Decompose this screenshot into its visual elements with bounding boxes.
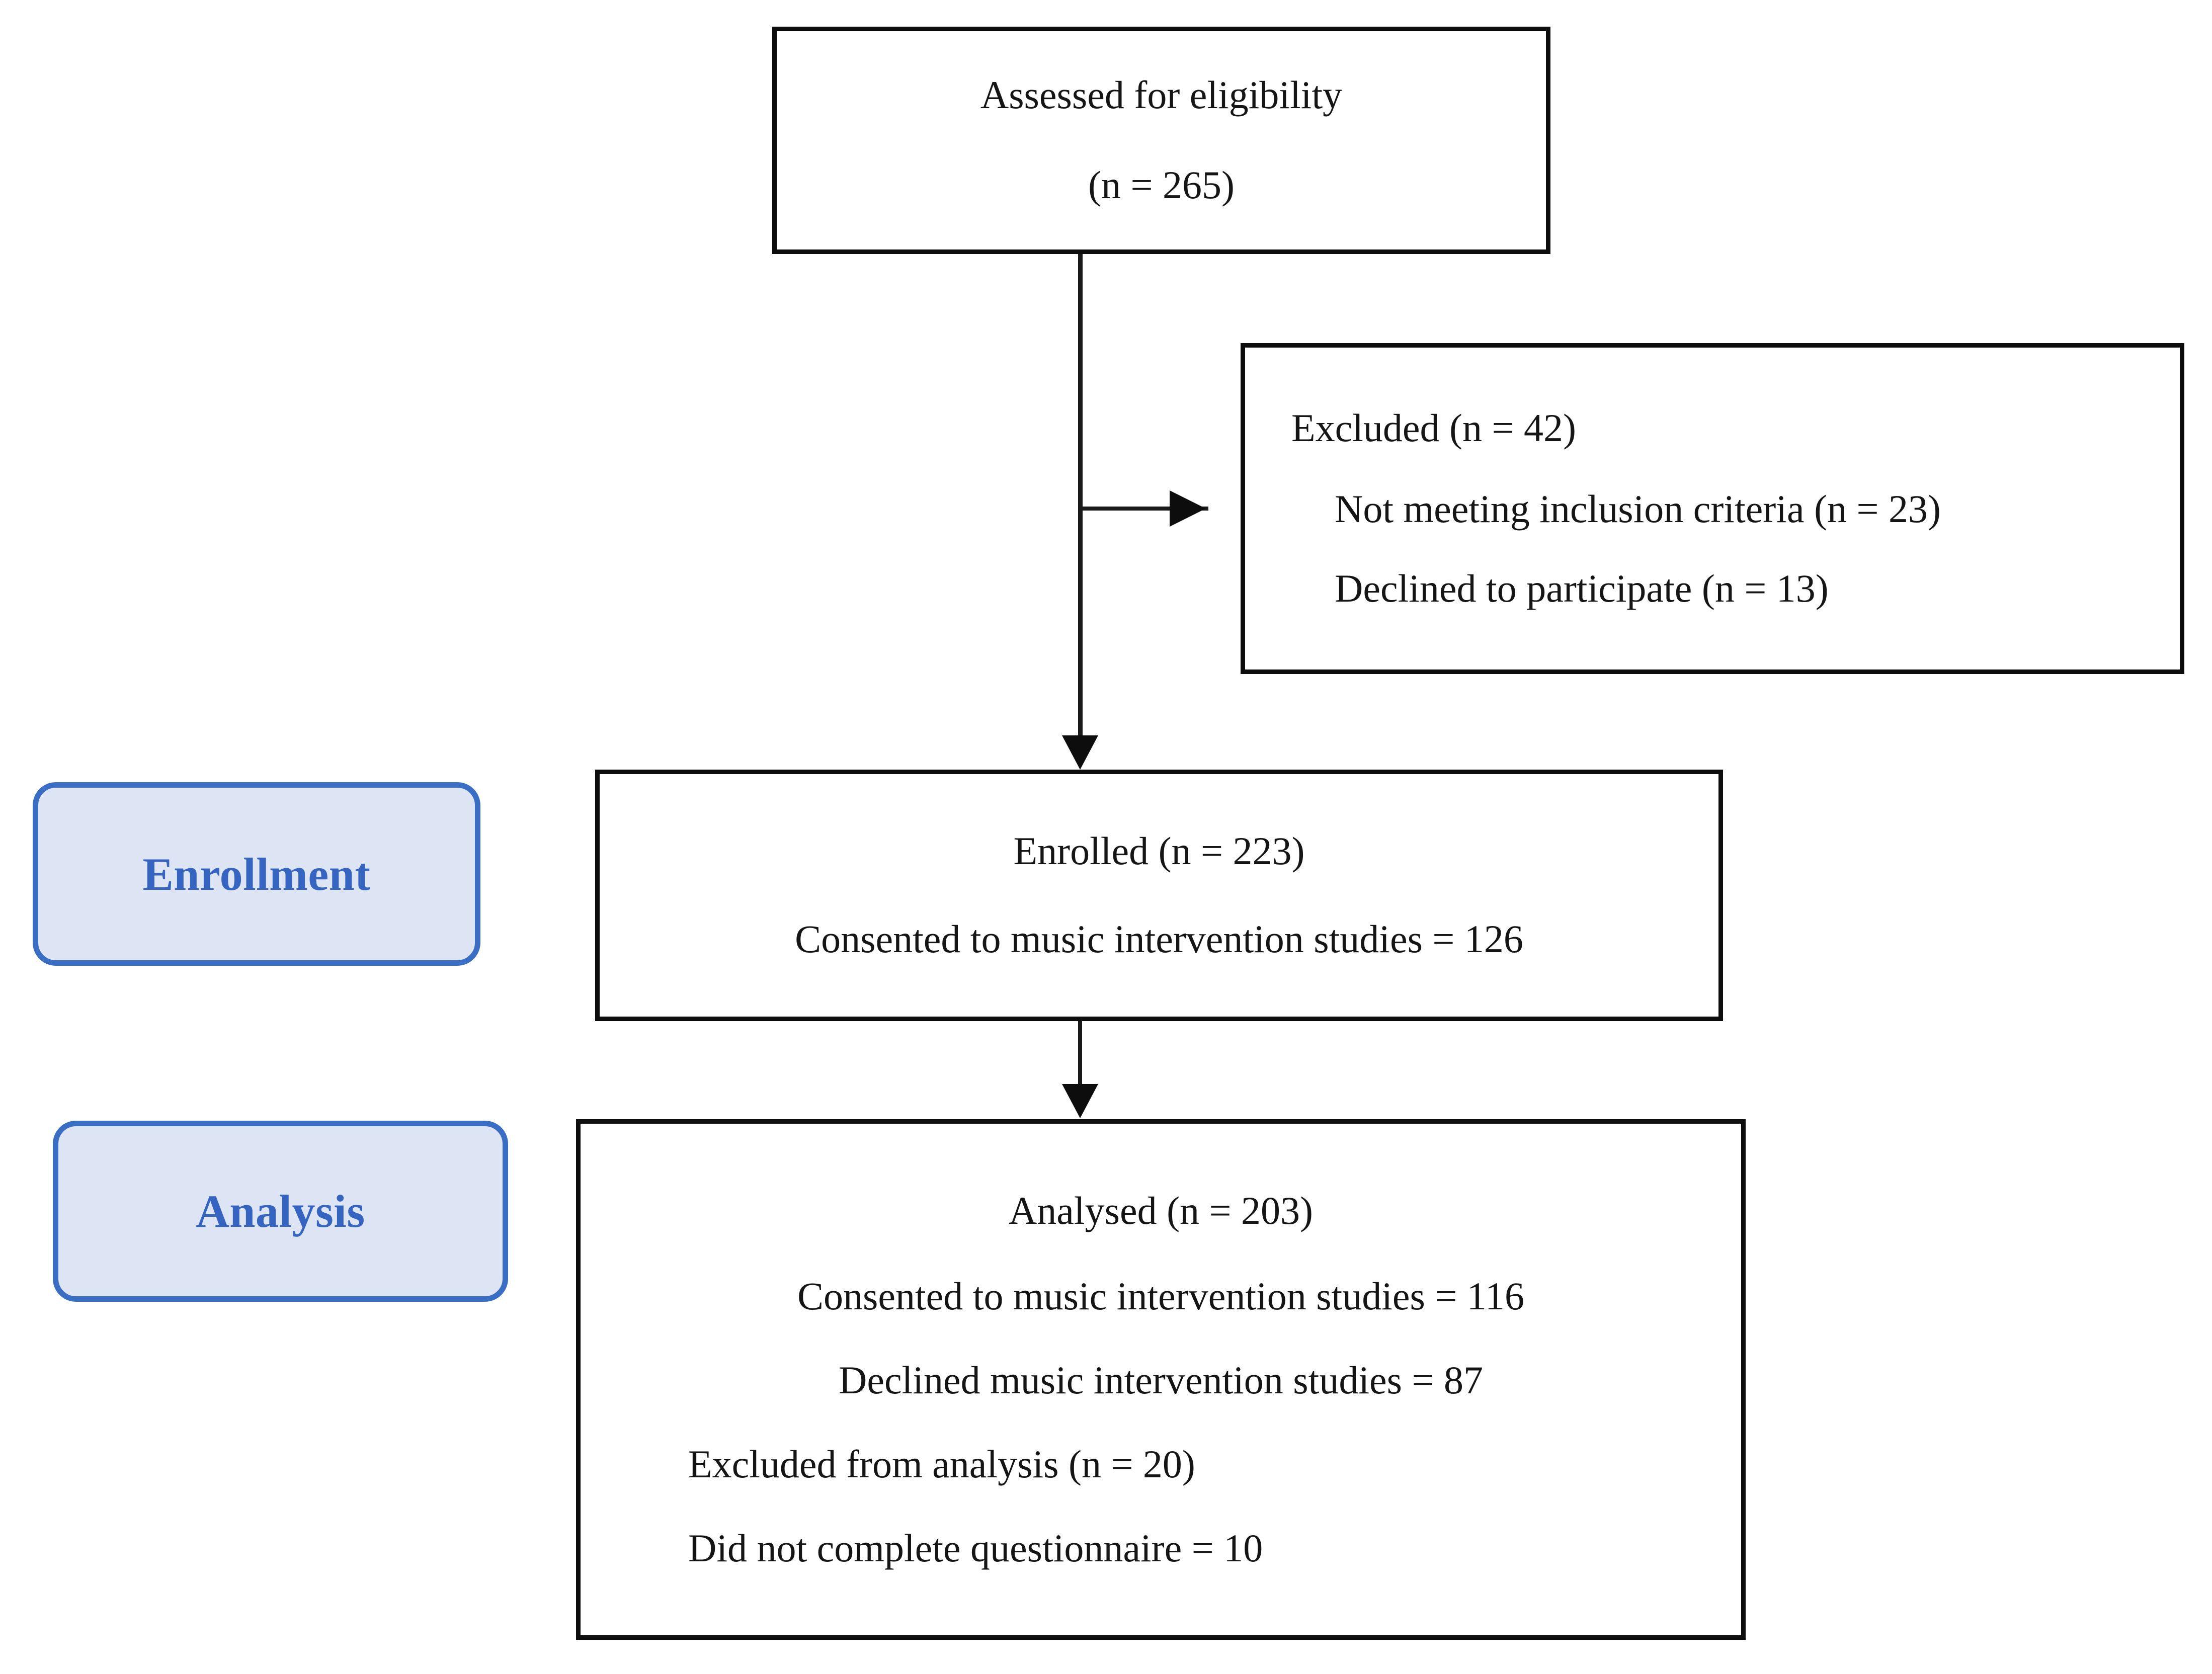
connector-enrolled-to-analysed-arrowhead — [1062, 1084, 1098, 1118]
analysed-line-5: Did not complete questionnaire = 10 — [688, 1526, 1263, 1570]
analysed-line-2: Consented to music intervention studies … — [797, 1274, 1524, 1318]
box-assessed-for-eligibility: Assessed for eligibility (n = 265) — [772, 27, 1550, 254]
box-excluded: Excluded (n = 42) Not meeting inclusion … — [1241, 343, 2184, 674]
analysed-line-1: Analysed (n = 203) — [1008, 1188, 1314, 1232]
analysed-line-3: Declined music intervention studies = 87 — [839, 1358, 1483, 1402]
box-enrolled: Enrolled (n = 223) Consented to music in… — [595, 770, 1723, 1021]
connector-eligibility-to-excluded-line — [1083, 507, 1208, 511]
analysed-line-4: Excluded from analysis (n = 20) — [688, 1442, 1195, 1486]
eligibility-line-2: (n = 265) — [1088, 163, 1235, 207]
stage-badge-analysis-label: Analysis — [196, 1186, 365, 1237]
excluded-line-3: Declined to participate (n = 13) — [1335, 566, 1829, 611]
excluded-line-1: Excluded (n = 42) — [1291, 405, 1576, 450]
stage-badge-analysis[interactable]: Analysis — [53, 1121, 508, 1302]
eligibility-line-1: Assessed for eligibility — [980, 73, 1343, 117]
connector-enrolled-to-analysed-line — [1078, 1021, 1082, 1086]
stage-badge-enrollment[interactable]: Enrollment — [33, 782, 480, 966]
connector-eligibility-to-enrolled-arrowhead — [1062, 735, 1098, 770]
enrolled-line-1: Enrolled (n = 223) — [1013, 829, 1305, 873]
stage-badge-enrollment-label: Enrollment — [142, 848, 371, 900]
excluded-line-2: Not meeting inclusion criteria (n = 23) — [1335, 486, 1941, 531]
connector-eligibility-to-excluded-arrowhead — [1170, 490, 1206, 527]
enrolled-line-2: Consented to music intervention studies … — [795, 917, 1523, 961]
box-analysed: Analysed (n = 203) Consented to music in… — [576, 1119, 1746, 1640]
connector-eligibility-to-enrolled-line — [1078, 254, 1083, 739]
